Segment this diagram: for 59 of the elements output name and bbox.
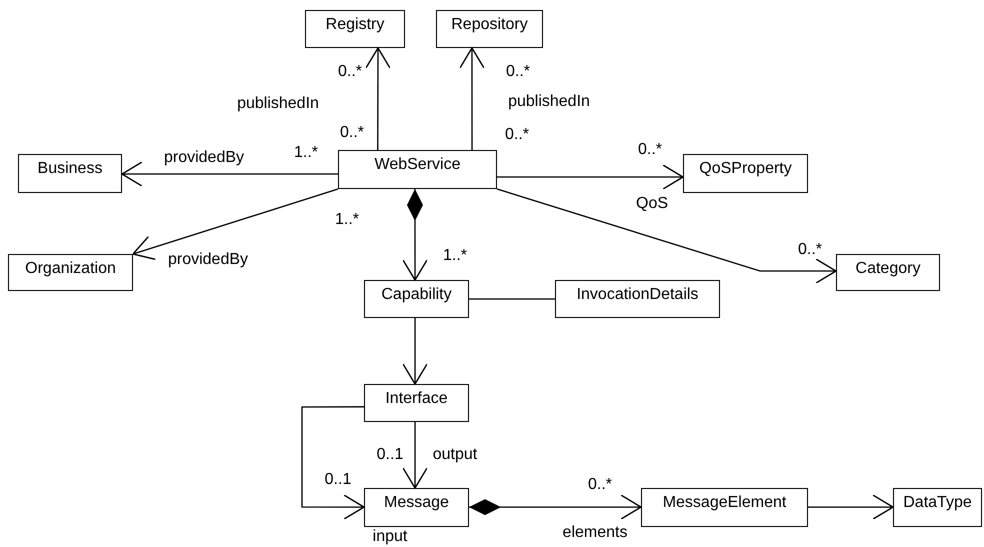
edge-label: providedBy: [164, 149, 244, 167]
edge-label: publishedIn: [237, 95, 319, 113]
edge-label: providedBy: [168, 251, 248, 269]
class-name: Category: [856, 260, 920, 278]
multiplicity-label: 1..*: [335, 211, 359, 229]
class-box: [18, 154, 122, 193]
composition-line: [469, 494, 642, 520]
class-name: Business: [38, 160, 102, 178]
edge-label: publishedIn: [508, 93, 590, 111]
class-box: [836, 254, 940, 291]
multiplicity-label: 0..1: [324, 471, 352, 489]
association-line: [301, 406, 365, 520]
edge-label: input: [372, 528, 408, 546]
association-line: [365, 47, 391, 150]
multiplicity-label: 0..*: [798, 241, 822, 259]
class-name: Interface: [385, 390, 448, 408]
class-name: DataType: [903, 494, 972, 512]
edge-label: output: [432, 446, 478, 464]
class-box: [338, 150, 497, 189]
class-name: Registry: [326, 16, 384, 34]
edge-label: QoS: [636, 195, 668, 213]
association-line: [459, 47, 485, 150]
association-line: [132, 188, 338, 260]
association-line: [469, 298, 555, 300]
class-name: Capability: [381, 286, 452, 304]
class-box: [641, 488, 808, 527]
multiplicity-label: 1..*: [443, 247, 467, 265]
class-box: [683, 154, 808, 193]
multiplicity-label: 0..*: [340, 124, 364, 142]
class-box: [8, 254, 133, 291]
class-name: QoSProperty: [699, 160, 792, 178]
class-box: [364, 280, 469, 318]
edge-label: elements: [562, 524, 628, 542]
multiplicity-label: 0..*: [338, 63, 362, 81]
multiplicity-label: 0..*: [506, 63, 530, 81]
multiplicity-label: 1..*: [294, 144, 318, 162]
association-line: [402, 318, 428, 385]
class-name: Repository: [451, 16, 528, 34]
class-name: Organization: [25, 260, 116, 278]
class-name: WebService: [374, 156, 460, 174]
class-box: [893, 488, 982, 527]
class-box: [555, 280, 720, 318]
composition-line: [402, 189, 428, 281]
class-name: InvocationDetails: [576, 286, 698, 304]
class-name: Message: [384, 494, 449, 512]
class-box: [305, 10, 405, 48]
association-line: [496, 188, 837, 284]
multiplicity-label: 0..*: [505, 126, 529, 144]
association-line: [808, 494, 894, 520]
class-box: [436, 10, 543, 48]
association-line: [497, 164, 684, 190]
class-box: [364, 384, 469, 422]
association-line: [402, 422, 428, 489]
multiplicity-label: 0..*: [588, 476, 612, 494]
association-line: [121, 161, 338, 187]
class-name: MessageElement: [662, 494, 786, 512]
class-box: [364, 488, 469, 527]
multiplicity-label: 0..*: [638, 141, 662, 159]
multiplicity-label: 0..1: [376, 446, 404, 464]
